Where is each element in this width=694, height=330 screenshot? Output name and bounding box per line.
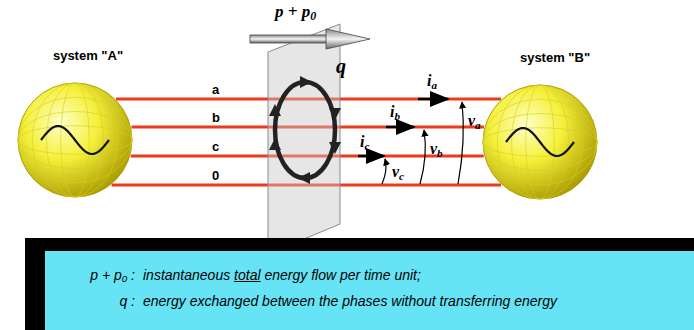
voltage-arrows: [382, 102, 463, 184]
sphere-grid: [18, 126, 132, 155]
sphere-shape: [482, 84, 598, 200]
definition-text: instantaneous total energy flow per time…: [143, 267, 421, 283]
sphere-grid: [18, 97, 132, 183]
definition-symbol: p + p0 :: [90, 267, 135, 284]
phase-label: 0: [212, 168, 219, 183]
current-label: ia: [427, 72, 437, 91]
definition-panel: p + p0 : instantaneous total energy flow …: [25, 238, 694, 330]
power-flow-label: p + p0: [275, 2, 316, 24]
voltage-label: va: [468, 112, 481, 131]
sphere-body: [18, 83, 132, 197]
sphere-shape: [17, 82, 133, 198]
power-flow-arrow-shaft: [250, 35, 328, 43]
circulating-power-loop: [275, 82, 335, 178]
sphere-body: [483, 85, 597, 199]
current-label: ib: [390, 103, 400, 122]
sphere-grid: [497, 85, 583, 199]
system-title: system "B": [520, 50, 590, 65]
current-label: ic: [360, 133, 369, 152]
voltage-label: vb: [430, 140, 443, 159]
sphere-grid: [483, 99, 597, 185]
phase-label: c: [212, 139, 219, 154]
power-system-sphere: system "A": [17, 82, 133, 198]
voltage-label: vc: [392, 163, 404, 182]
circulating-power-label: q: [336, 55, 346, 78]
system-title: system "A": [53, 48, 123, 63]
power-system-sphere: system "B": [482, 84, 598, 200]
cross-section-plane: [268, 24, 340, 254]
definition-text: energy exchanged between the phases with…: [143, 293, 557, 309]
sine-wave-symbol: [41, 126, 109, 154]
definition-symbol: q :: [119, 293, 135, 309]
phase-label: a: [212, 82, 219, 97]
loop-arrowheads: [269, 76, 341, 184]
power-flow-arrow-head: [326, 29, 370, 49]
sine-wave-symbol: [506, 128, 574, 156]
sphere-grid: [483, 128, 597, 157]
sphere-grid: [32, 83, 118, 197]
phase-label: b: [212, 110, 220, 125]
